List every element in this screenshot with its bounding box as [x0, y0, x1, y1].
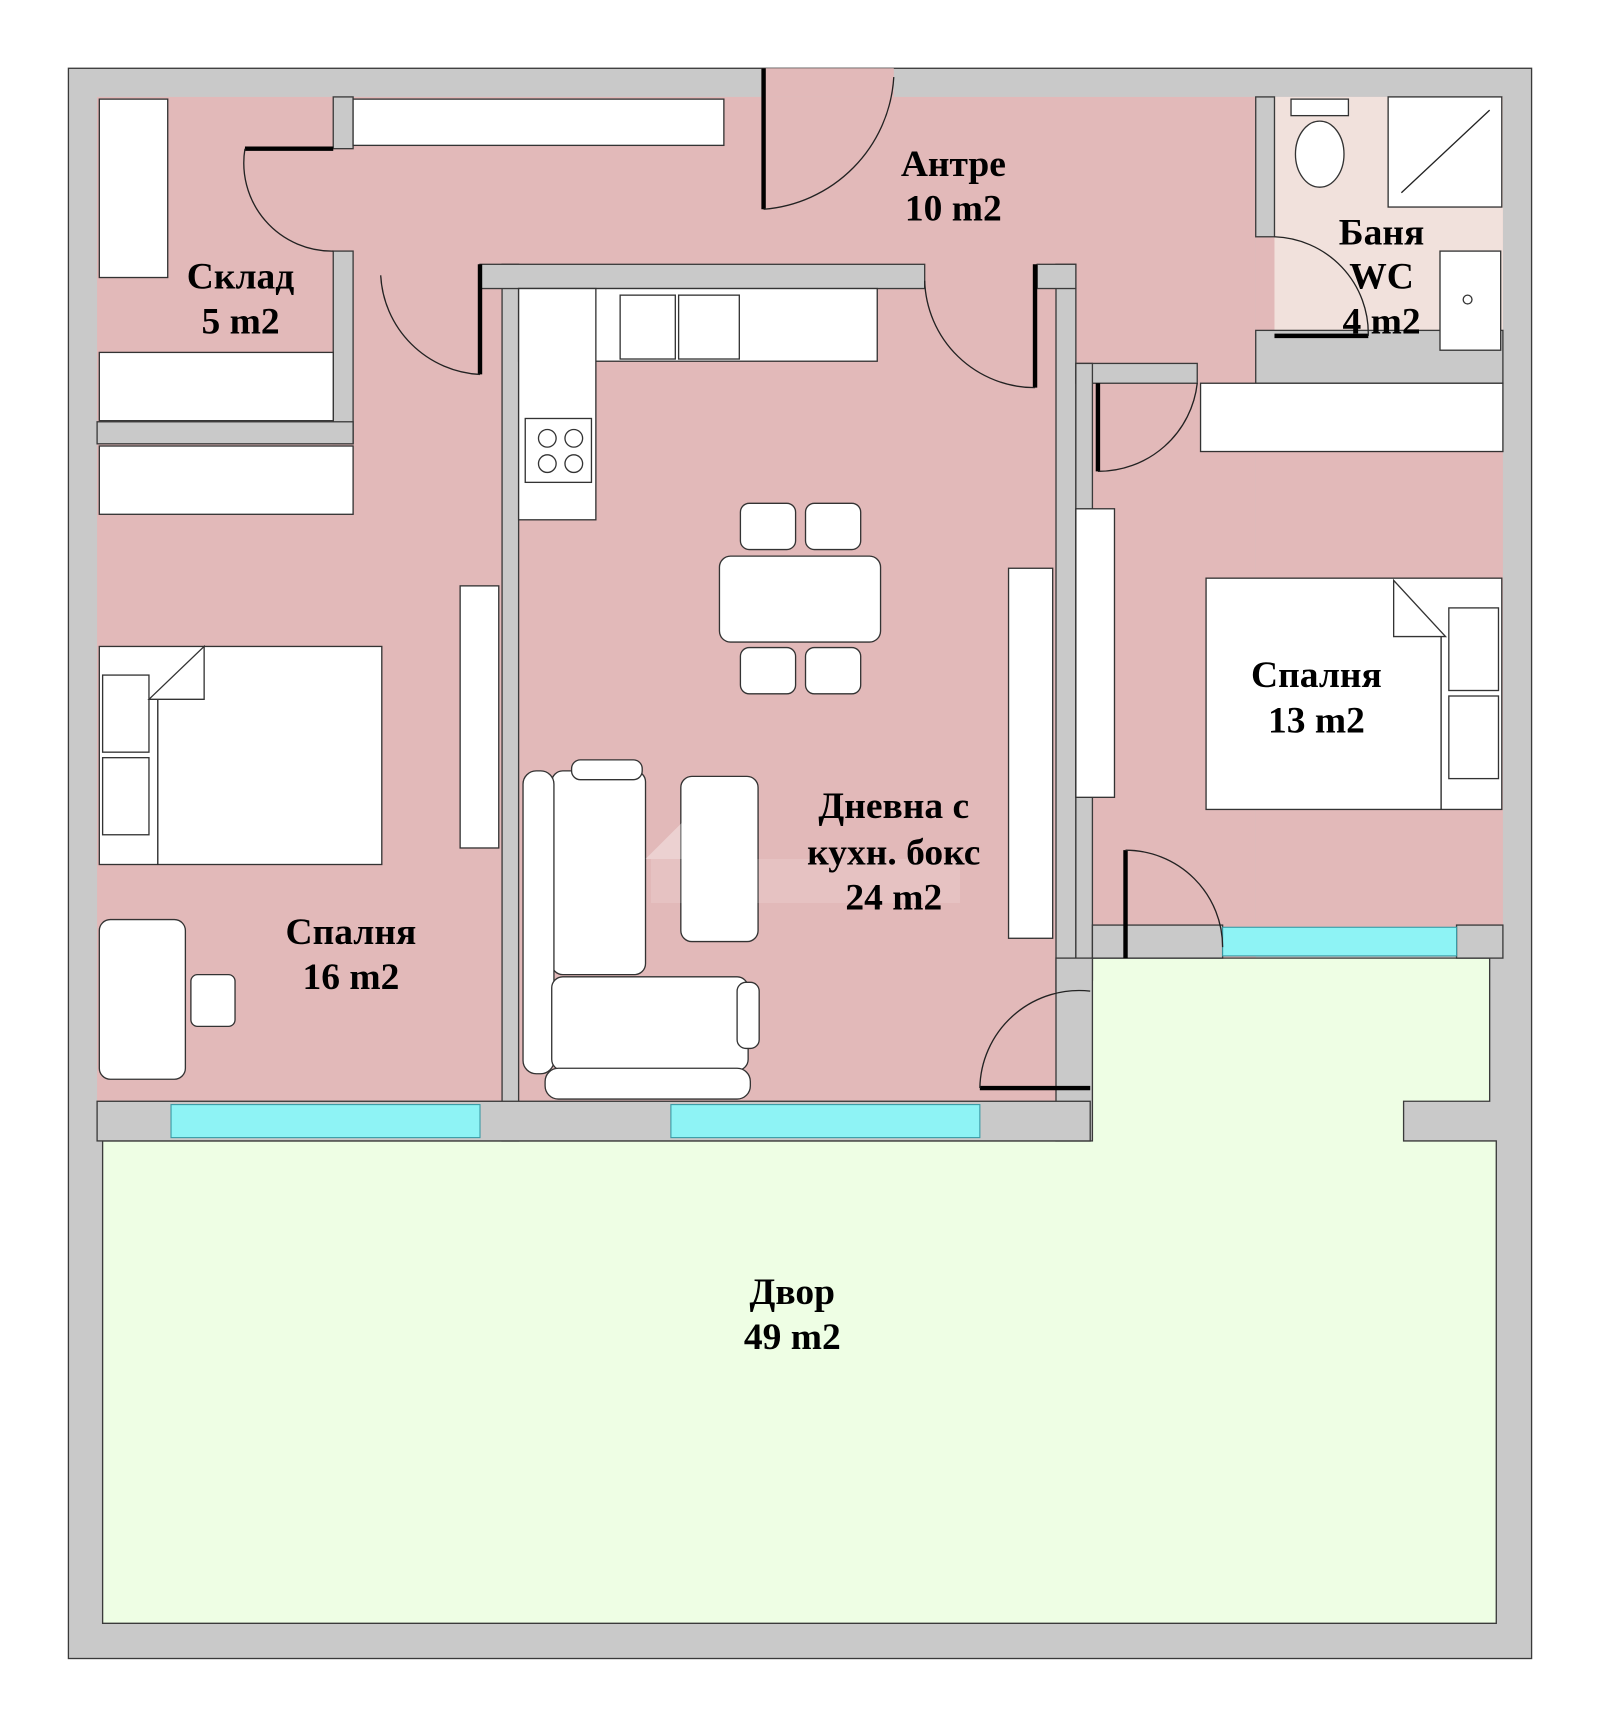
pillow — [101, 674, 150, 753]
room-area-bath: 4 m2 — [1342, 302, 1420, 343]
drainboard — [619, 294, 676, 360]
chair — [190, 973, 236, 1028]
sofa — [551, 976, 749, 1072]
chair — [739, 502, 797, 551]
room-area-living: 24 m2 — [845, 878, 942, 919]
storage-shelf — [98, 98, 169, 279]
wardrobe — [98, 445, 354, 515]
entry-opening — [761, 68, 894, 97]
watermark-logo — [645, 814, 960, 904]
dining-table — [718, 555, 882, 643]
room-area-storage: 5 m2 — [201, 302, 279, 343]
room-name-bedroom2: Спалня — [1251, 655, 1382, 696]
pillow — [101, 757, 150, 836]
windows — [170, 926, 1458, 1139]
sofa-arm — [570, 759, 643, 781]
tv-stand — [1007, 567, 1054, 939]
toilet-tank — [1290, 98, 1350, 117]
chair — [804, 502, 862, 551]
doors[interactable] — [243, 68, 1369, 1091]
room-area-yard: 49 m2 — [744, 1317, 841, 1358]
storage-closet — [98, 351, 334, 422]
tv-stand — [1075, 508, 1116, 798]
coffee-table — [680, 775, 759, 943]
chair — [739, 646, 797, 695]
stove-icon — [524, 417, 593, 484]
tv-stand — [459, 585, 500, 849]
toilet-icon — [1294, 120, 1345, 188]
kitchen-counter — [517, 287, 597, 521]
room-area-bedroom2: 13 m2 — [1268, 700, 1365, 741]
room-name-kitchen: кухн. бокс — [807, 833, 980, 874]
room-name-storage: Склад — [187, 257, 295, 298]
sofa-arm — [544, 1067, 752, 1100]
sink-icon — [677, 294, 740, 360]
sofa — [551, 770, 647, 976]
pillow — [1448, 607, 1500, 692]
room-area-bedroom1: 16 m2 — [302, 957, 399, 998]
room-area-hall: 10 m2 — [905, 188, 1002, 229]
sofa-arm — [736, 981, 760, 1050]
room-name-living: Дневна с — [818, 786, 969, 827]
hall-wardrobe — [352, 98, 725, 147]
sofa-arm — [522, 770, 555, 1075]
room-name-yard: Двор — [750, 1272, 835, 1313]
wardrobe — [1199, 382, 1504, 453]
chair — [804, 646, 862, 695]
desk — [98, 918, 187, 1080]
room-name-hall: Антре — [901, 144, 1006, 185]
furniture — [98, 96, 1504, 1100]
pillow — [1448, 695, 1500, 780]
room-name-bedroom1: Спалня — [286, 912, 417, 953]
room-name-bath: Баня — [1339, 213, 1424, 254]
room-name-wc: WC — [1349, 257, 1414, 298]
